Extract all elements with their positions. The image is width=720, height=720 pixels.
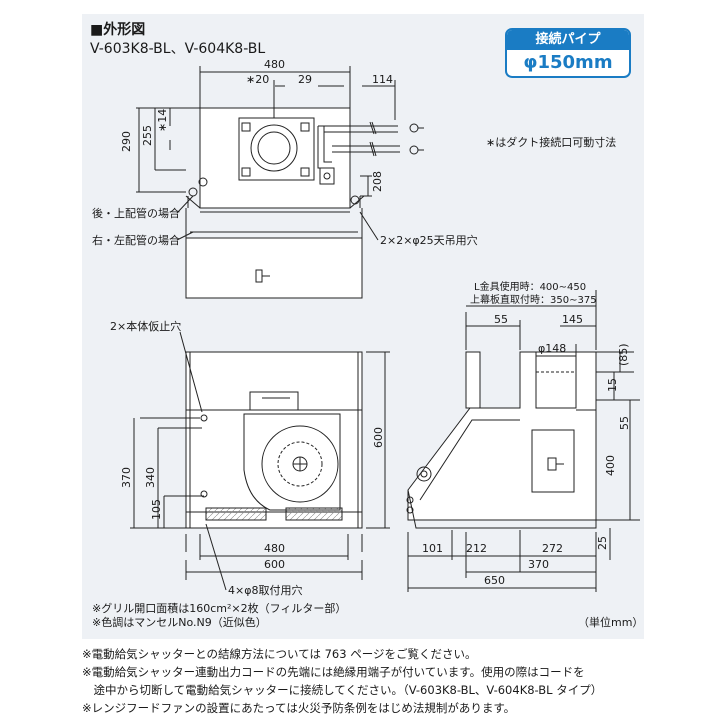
dim-side-101: 101 xyxy=(422,542,443,555)
label-mount-holes: 4×φ8取付用穴 xyxy=(228,583,302,597)
pipe-badge-value: φ150mm xyxy=(523,52,613,73)
dim-side-370: 370 xyxy=(528,558,549,571)
dim-side-400: 400 xyxy=(604,455,617,476)
pipe-badge: 接続パイプ φ150mm xyxy=(505,28,631,78)
bottom-note-3: 途中から切断して電動給気シャッターに接続してください。（V-603K8-BL、V… xyxy=(82,683,603,697)
side-view xyxy=(406,290,640,592)
dim-front-600-width: 600 xyxy=(264,558,285,571)
dim-front-370: 370 xyxy=(120,467,133,488)
label-ceiling-range: 上幕板直取付時：350∼375 xyxy=(470,293,597,306)
dim-front-105: 105 xyxy=(150,499,163,520)
dim-side-212: 212 xyxy=(466,542,487,555)
dim-front-480: 480 xyxy=(264,542,285,555)
bottom-note-4: ※レンジフードファンの設置にあたっては火災予防条例をはじめ法規制があります。 xyxy=(82,701,516,715)
dim-side-272: 272 xyxy=(542,542,563,555)
note-color: ※色調はマンセルNo.N9（近似色） xyxy=(92,616,267,629)
label-bracket-range: L金具使用時：400∼450 xyxy=(474,280,586,293)
dim-top-255: 255 xyxy=(141,125,154,146)
dim-side-650: 650 xyxy=(484,574,505,587)
dim-top-20: ∗20 xyxy=(246,73,269,86)
dim-side-25: 25 xyxy=(596,536,609,550)
dim-side-85: (85) xyxy=(617,343,630,366)
dim-side-55-top: 55 xyxy=(494,313,508,326)
dim-top-14: ∗14 xyxy=(156,109,169,132)
label-right-left-piping: 右・左配管の場合 xyxy=(92,233,180,247)
dim-side-15: 15 xyxy=(606,378,619,392)
label-hanging-holes: 2×2×φ25天吊用穴 xyxy=(380,233,478,247)
note-adjustable: ∗はダクト接続口可動寸法 xyxy=(486,135,616,149)
label-temp-holes: 2×本体仮止穴 xyxy=(110,319,181,333)
dim-top-208: 208 xyxy=(371,171,384,192)
dim-side-145: 145 xyxy=(562,313,583,326)
dim-front-600-height: 600 xyxy=(372,427,385,448)
note-unit: （単位mm） xyxy=(578,616,644,629)
top-view xyxy=(136,66,424,299)
model-numbers: V-603K8-BL、V-604K8-BL xyxy=(90,41,266,57)
pipe-badge-label: 接続パイプ xyxy=(507,30,629,50)
dim-top-29: 29 xyxy=(298,73,312,86)
dim-top-480: 480 xyxy=(264,58,285,71)
front-view xyxy=(130,331,390,591)
dim-top-114: 114 xyxy=(372,73,393,86)
dim-front-340: 340 xyxy=(144,467,157,488)
label-rear-top-piping: 後・上配管の場合 xyxy=(92,206,180,220)
dim-side-55-right: 55 xyxy=(618,416,631,430)
drawing-panel xyxy=(82,14,644,639)
bottom-note-1: ※電動給気シャッターとの結線方法については 763 ページをご覧ください。 xyxy=(82,647,477,661)
note-grille: ※グリル開口面積は160cm²×2枚（フィルター部） xyxy=(92,602,347,615)
bottom-note-2: ※電動給気シャッター連動出力コードの先端には絶縁用端子が付いています。使用の際は… xyxy=(82,665,585,679)
dim-top-290: 290 xyxy=(120,131,133,152)
dim-side-148: φ148 xyxy=(538,342,566,355)
section-title: ■外形図 xyxy=(90,22,146,38)
